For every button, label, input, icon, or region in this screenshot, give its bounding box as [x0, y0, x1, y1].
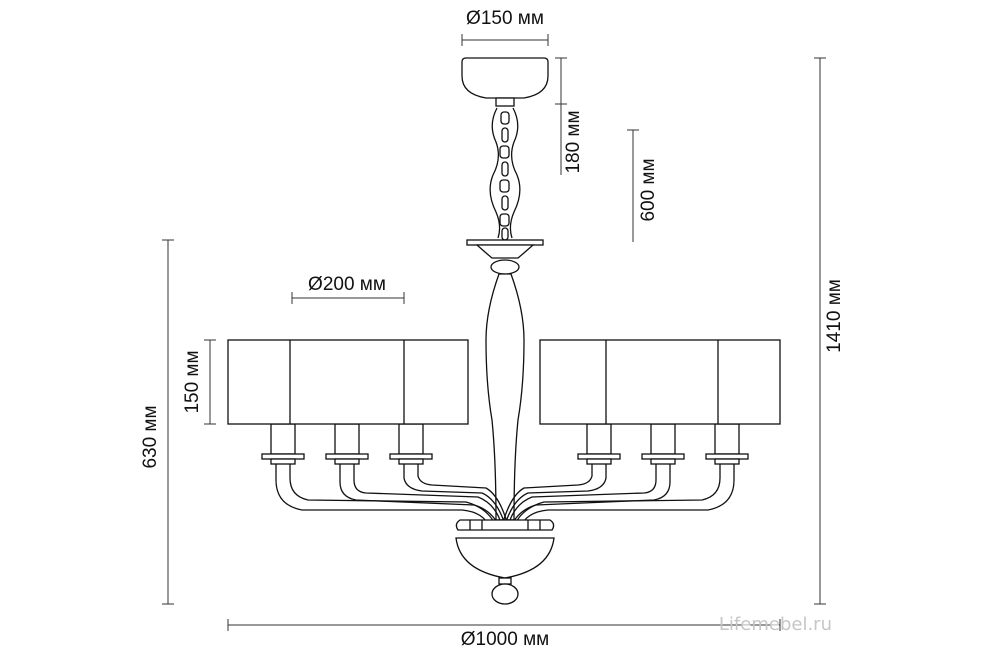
candle-holders-right — [577, 423, 749, 465]
canopy — [461, 57, 549, 107]
dim-total-height — [814, 57, 826, 605]
label-adjustable-height: 600 мм — [638, 158, 659, 221]
watermark: Lifemebel.ru — [719, 614, 832, 635]
dim-total-diameter — [227, 619, 781, 631]
shades-right — [539, 339, 781, 425]
label-shade-diameter: Ø200 мм — [308, 274, 386, 295]
label-shade-height: 150 мм — [182, 350, 203, 413]
arms-right — [501, 464, 735, 529]
label-total-height: 1410 мм — [824, 279, 845, 353]
label-total-diameter: Ø1000 мм — [461, 629, 549, 650]
dim-body-height — [162, 239, 174, 605]
arms-left — [275, 464, 509, 529]
label-chain-length: 180 мм — [563, 110, 584, 173]
chain — [489, 107, 521, 241]
shades-left — [227, 339, 469, 425]
dim-canopy-diameter — [461, 34, 549, 46]
label-body-height: 630 мм — [140, 405, 161, 468]
dim-chain-length — [555, 57, 567, 175]
dim-shade-height — [204, 339, 216, 425]
dim-adjustable-height — [627, 129, 639, 242]
dim-shade-diameter — [291, 292, 405, 304]
bottom-bowl — [455, 519, 555, 605]
central-stem — [485, 273, 525, 529]
label-canopy-diameter: Ø150 мм — [466, 8, 544, 29]
collar — [466, 239, 544, 275]
candle-holders-left — [261, 423, 433, 465]
